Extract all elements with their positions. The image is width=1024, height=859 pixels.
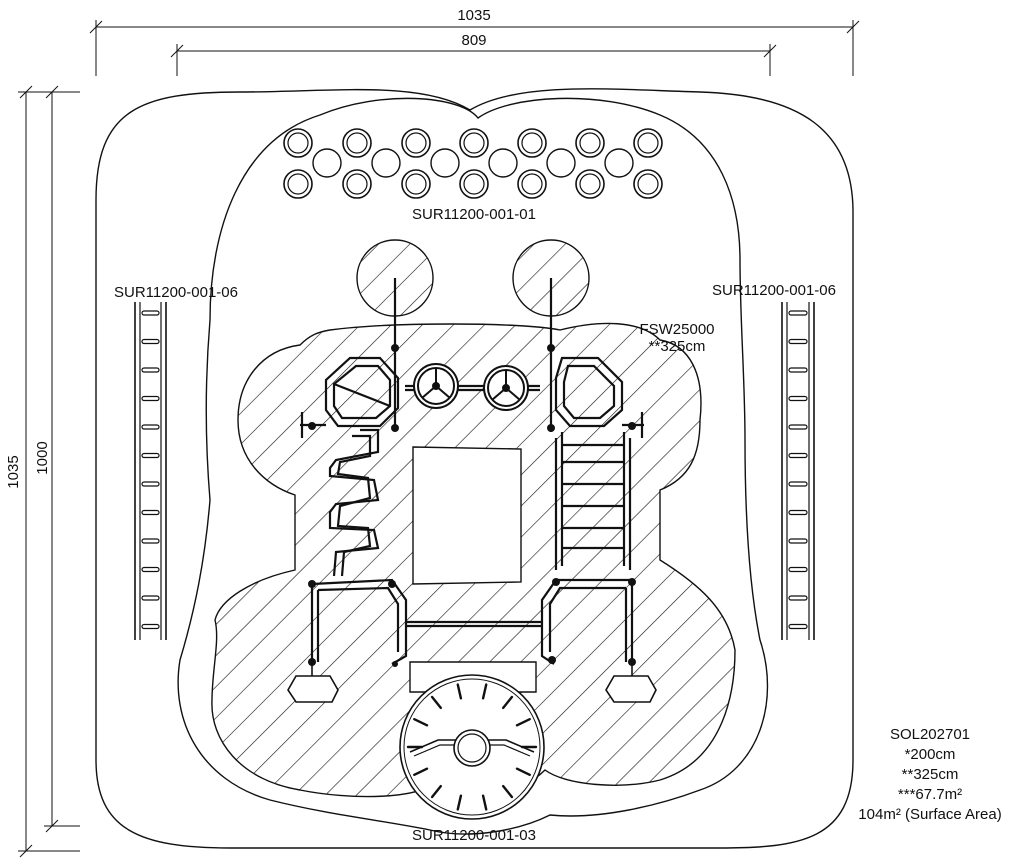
ladder-rung xyxy=(788,424,808,430)
wheel-tick xyxy=(456,683,463,700)
label-frame-height: **325cm xyxy=(649,338,706,355)
stepping-stone xyxy=(633,169,663,199)
outer-width-label: 1035 xyxy=(457,7,490,24)
play-structure-frame xyxy=(300,278,644,665)
stepping-stone xyxy=(459,128,489,158)
bottom-spin-platform xyxy=(399,661,545,820)
ladder-rung xyxy=(788,310,808,316)
label-frame-code: FSW25000 xyxy=(639,321,714,338)
stepping-stones xyxy=(283,128,663,199)
info-fall-height: *200cm xyxy=(905,746,956,763)
ladder-rung xyxy=(788,538,808,544)
label-right-ladder: SUR11200-001-06 xyxy=(712,282,836,299)
label-spin-wheel: SUR11200-001-03 xyxy=(412,827,536,844)
ladder-rung xyxy=(788,452,808,459)
wheel-tick xyxy=(515,718,531,727)
ladder-rung xyxy=(141,538,160,544)
ladder-rung xyxy=(141,452,160,459)
wheel-tick xyxy=(515,767,531,776)
stepping-stone xyxy=(517,169,547,199)
ladder-rung xyxy=(141,481,160,487)
ladder-rung xyxy=(141,338,160,345)
stepping-stone xyxy=(401,169,431,199)
wheel-tick xyxy=(430,784,442,799)
ladder-rung xyxy=(788,481,808,487)
left-ladder xyxy=(134,302,167,640)
ladder-rung xyxy=(141,424,160,430)
wheel-tick xyxy=(502,695,514,710)
inner-width-label: 809 xyxy=(461,32,486,49)
stepping-stone xyxy=(517,128,547,158)
right-ladder xyxy=(781,302,815,640)
ladder-rung xyxy=(141,509,160,516)
inner-height-label: 1000 xyxy=(34,441,51,474)
wheel-tick xyxy=(481,794,488,811)
ladder-rung xyxy=(141,367,160,373)
ladder-rung xyxy=(788,566,808,573)
stepping-stone xyxy=(633,128,663,158)
stepping-stone xyxy=(283,169,313,199)
stepping-stone xyxy=(342,128,372,158)
ladder-rung xyxy=(141,395,160,402)
ladder-rung xyxy=(141,623,160,630)
ladder-rung xyxy=(788,367,808,373)
stepping-stone xyxy=(546,148,576,178)
stepping-stone xyxy=(459,169,489,199)
stepping-stone xyxy=(371,148,401,178)
info-block: SOL202701 *200cm **325cm ***67.7m² 104m²… xyxy=(858,726,1001,823)
dimension-lines xyxy=(18,20,860,858)
wheel-tick xyxy=(413,718,429,727)
center-deck-area xyxy=(412,446,522,585)
stepping-stone xyxy=(430,148,460,178)
ladder-rung xyxy=(788,595,808,601)
stepping-stone xyxy=(283,128,313,158)
ladder-rung xyxy=(141,310,160,316)
spinner-wheel-left xyxy=(413,363,459,409)
stepping-stone xyxy=(575,128,605,158)
outer-surface-outline xyxy=(95,88,854,849)
swing-seat-right xyxy=(605,662,657,703)
wheel-tick xyxy=(502,784,514,799)
ladder-rung xyxy=(788,509,808,516)
info-area: ***67.7m² xyxy=(898,786,962,803)
wheel-tick xyxy=(430,695,442,710)
frame-joints xyxy=(308,344,636,667)
ladder-rung xyxy=(141,566,160,573)
stepping-stone xyxy=(604,148,634,178)
ladder-rung xyxy=(141,595,160,601)
swing-seat-left xyxy=(287,662,339,703)
info-max-height: **325cm xyxy=(902,766,959,783)
wheel-tick xyxy=(456,794,463,811)
label-stepping-stones: SUR11200-001-01 xyxy=(412,206,536,223)
spinner-wheel-right xyxy=(483,365,529,411)
ladder-rung xyxy=(788,623,808,630)
info-surface-area: 104m² (Surface Area) xyxy=(858,806,1001,823)
outer-height-label: 1035 xyxy=(5,455,22,488)
stepping-stone xyxy=(401,128,431,158)
stepping-stone xyxy=(575,169,605,199)
stepping-stone xyxy=(488,148,518,178)
label-left-ladder: SUR11200-001-06 xyxy=(114,284,238,301)
ladder-rung xyxy=(788,338,808,345)
info-code: SOL202701 xyxy=(890,726,970,743)
stepping-stone xyxy=(342,169,372,199)
wheel-tick xyxy=(481,683,488,700)
wheel-tick xyxy=(413,767,429,776)
stepping-stone xyxy=(312,148,342,178)
ladder-rung xyxy=(788,395,808,402)
